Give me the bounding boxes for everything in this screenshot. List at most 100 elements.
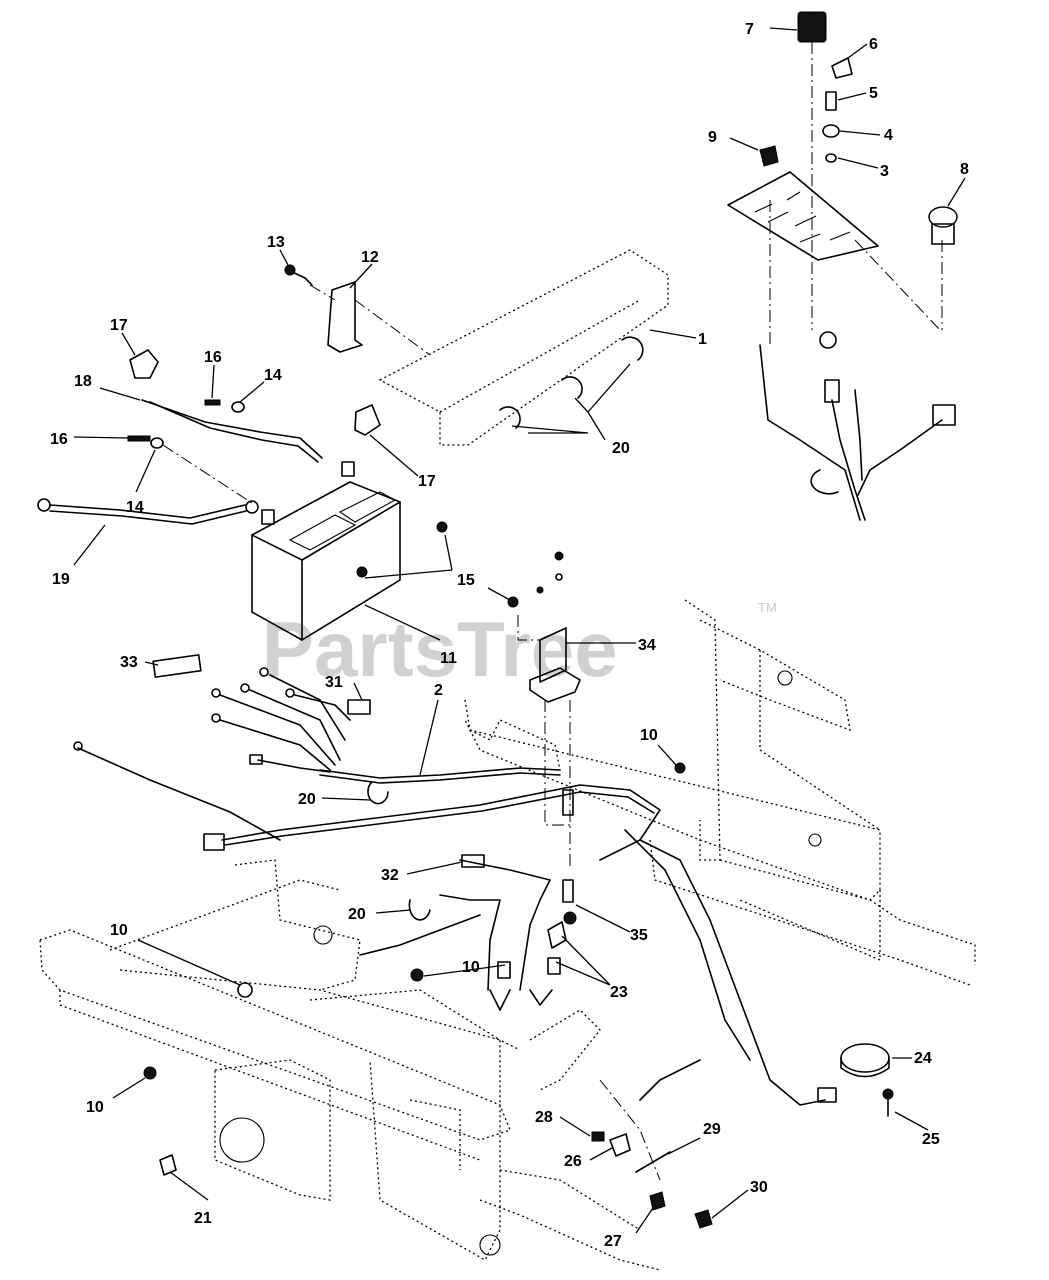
callout-6: 6 — [869, 36, 878, 53]
center-line — [354, 299, 431, 356]
connector-part-32 — [461, 854, 485, 868]
harness-branch — [319, 767, 561, 779]
frame-plate — [469, 719, 561, 771]
cable-part-18 — [141, 399, 323, 459]
callout-12: 12 — [361, 249, 379, 266]
nut-part-15 — [356, 566, 368, 578]
callout-17: 17 — [110, 317, 128, 334]
right-frame — [464, 599, 976, 986]
cable-part-19 — [49, 510, 247, 525]
harness-wire — [77, 747, 281, 841]
alarm-part-24-base — [840, 1057, 890, 1078]
callout-10: 10 — [640, 727, 658, 744]
harness-main — [224, 791, 655, 846]
screw-part-25-head — [882, 1088, 894, 1100]
callout-18: 18 — [74, 373, 92, 390]
callout-17: 17 — [418, 473, 436, 490]
grommet-part-10 — [237, 982, 253, 998]
connector — [932, 404, 956, 426]
solenoid-body — [539, 627, 567, 683]
grommet — [819, 331, 837, 349]
wire-loop-part-23 — [489, 989, 511, 1011]
callout-11: 11 — [440, 650, 457, 667]
battery-body — [251, 481, 401, 641]
bracket-part-12 — [327, 281, 363, 353]
harness-wire — [459, 859, 551, 991]
wire-tie — [499, 406, 521, 429]
connector-part-23 — [497, 961, 511, 979]
dash-channel-edge — [439, 299, 641, 413]
center-line — [162, 444, 256, 506]
callout-27: 27 — [604, 1233, 622, 1250]
harness-wire — [639, 839, 826, 1106]
frame-rail — [39, 929, 511, 1141]
frame-plate — [409, 1099, 461, 1170]
cable-part-19 — [49, 504, 246, 519]
connector — [824, 379, 840, 403]
callout-20: 20 — [298, 791, 316, 808]
callout-15: 15 — [457, 572, 475, 589]
harness-main — [221, 784, 661, 861]
frame-plate — [719, 859, 976, 965]
callout-20: 20 — [612, 440, 630, 457]
harness-wire — [639, 1059, 701, 1101]
nut — [563, 911, 577, 925]
wire-harness — [759, 344, 861, 521]
switch-part-9 — [759, 145, 779, 167]
battery-cell — [338, 491, 397, 523]
leader-lines — [73, 27, 966, 1234]
wire-harness — [857, 419, 943, 496]
harness-connector — [203, 833, 225, 851]
plug-part-17 — [129, 349, 159, 379]
frame-bracket — [529, 1009, 601, 1091]
callout-1: 1 — [698, 331, 707, 348]
grommet-part-10 — [410, 968, 424, 982]
frame-hole — [777, 670, 793, 686]
callout-29: 29 — [703, 1121, 721, 1138]
callout-20: 20 — [348, 906, 366, 923]
center-line — [854, 239, 941, 331]
lower-right-hardware — [159, 1043, 894, 1229]
bolt-part-30 — [694, 1209, 713, 1229]
center-line — [309, 284, 336, 301]
harness-lead — [294, 694, 351, 721]
frame-plate — [739, 890, 881, 961]
bolt-part-10 — [674, 762, 686, 774]
battery-cell — [288, 514, 357, 551]
cable-terminal — [37, 498, 51, 512]
harness-terminal — [285, 688, 295, 698]
fastener-part-28 — [591, 1131, 605, 1142]
solenoid-base — [529, 667, 581, 703]
frame-crossmember — [119, 969, 521, 1051]
battery-part-11 — [251, 461, 448, 641]
bolt-part-16 — [127, 435, 151, 442]
plug-part-17 — [354, 404, 381, 436]
callout-35: 35 — [630, 927, 648, 944]
clip-part-5 — [825, 91, 837, 111]
callout-13: 13 — [267, 234, 285, 251]
battery-cables — [37, 399, 323, 525]
frame-plate — [759, 650, 881, 831]
callout-10: 10 — [110, 922, 128, 939]
bolt-part-27 — [649, 1191, 666, 1211]
harness-lead — [219, 694, 336, 766]
callout-8: 8 — [960, 161, 969, 178]
harness-terminal — [249, 754, 263, 765]
screw-head — [284, 264, 296, 276]
frame-rail — [59, 990, 481, 1161]
nut-part-6 — [831, 57, 853, 79]
switch-part-8 — [928, 206, 958, 228]
harness-connector — [817, 1087, 837, 1103]
bracket-part-23 — [547, 921, 567, 949]
frame-crossmember — [109, 879, 341, 951]
callout-14: 14 — [126, 499, 144, 516]
solenoid-washer — [555, 573, 563, 581]
switch-key-part-7 — [797, 11, 827, 43]
center-line — [517, 615, 540, 641]
wire-harness-part-2 — [73, 654, 837, 1106]
solenoid-part-34 — [507, 551, 581, 903]
harness-wire — [624, 829, 751, 1061]
harness-wire — [359, 914, 481, 956]
frame-upright — [699, 619, 851, 732]
cable-terminal — [245, 500, 259, 514]
